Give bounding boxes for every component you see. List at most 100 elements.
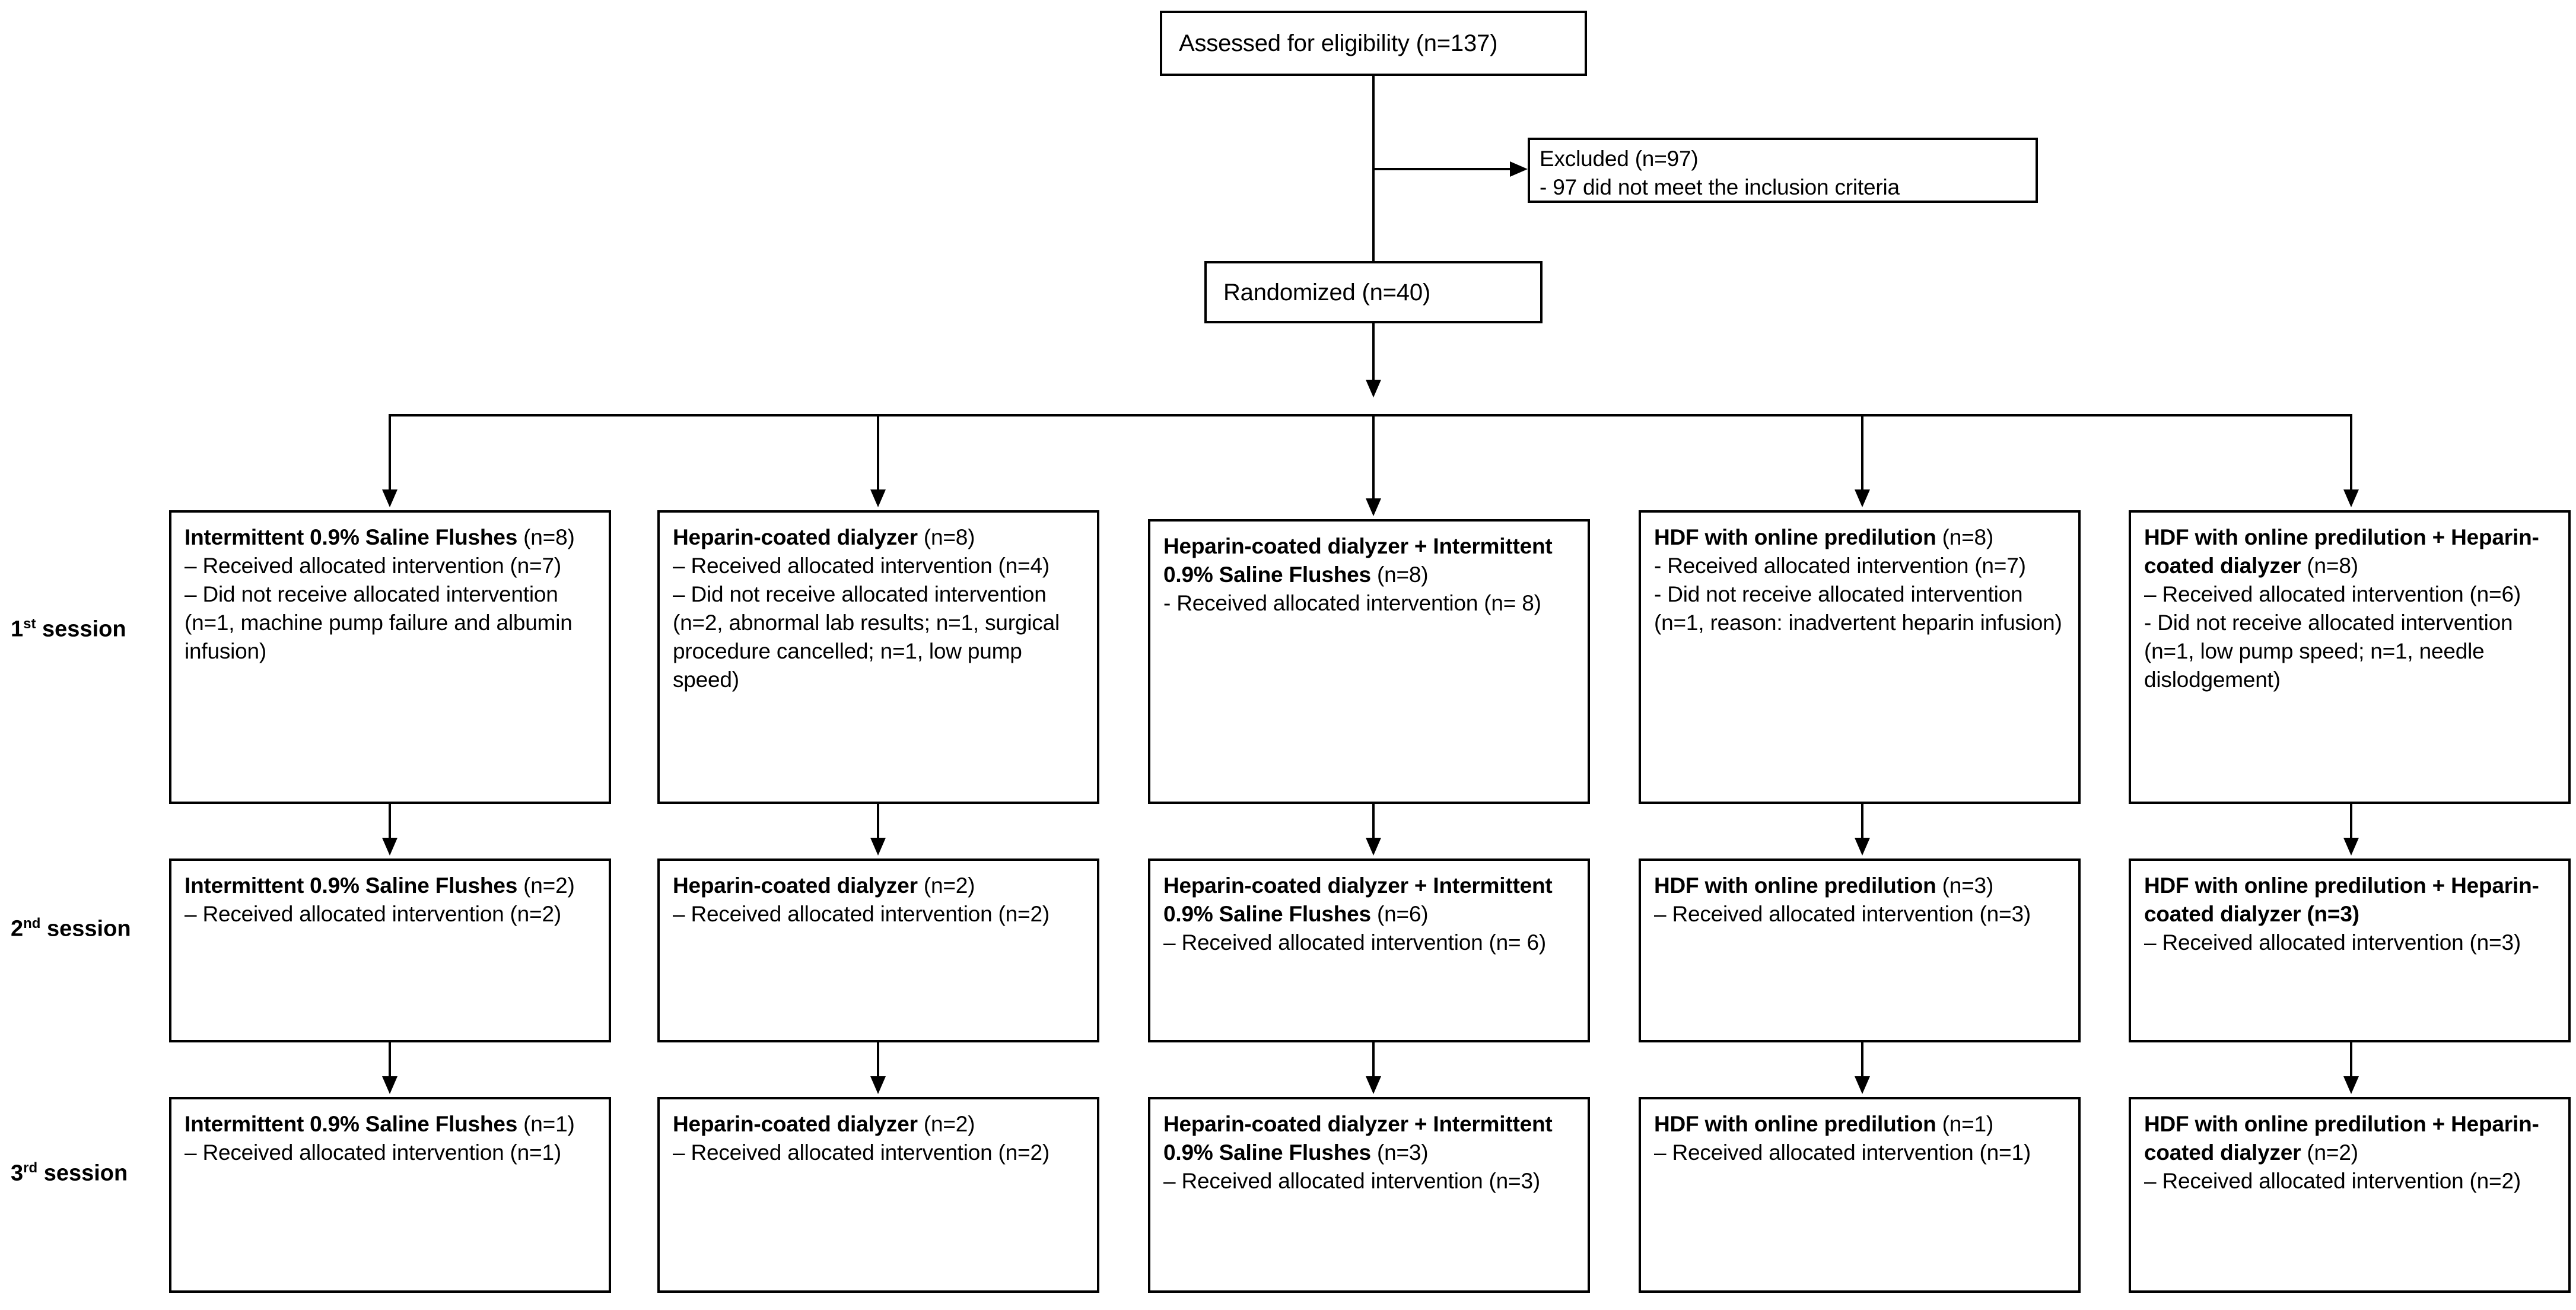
arm-5-session-3-title-bold: HDF with online predilution + Heparin-co… [2144,1112,2539,1165]
arm-3-session-2-title: Heparin-coated dialyzer + Intermittent 0… [1163,872,1576,929]
arm-5-session-3-box: HDF with online predilution + Heparin-co… [2129,1097,2571,1293]
session-label-2-word: session [40,916,131,942]
arm-2-session-1-title: Heparin-coated dialyzer (n=8) [673,523,1085,552]
session-label-3-ordinal: 3 [11,1160,24,1186]
arm-5-session-1-title: HDF with online predilution + Heparin-co… [2144,523,2556,580]
excluded-box: Excluded (n=97) - 97 did not meet the in… [1528,138,2038,203]
arm-4-session-1-box: HDF with online predilution (n=8) - Rece… [1639,510,2081,804]
arm-4-session-2-title-n: (n=3) [1942,873,1994,898]
arrow-arm-2-s1-to-s2 [870,838,886,856]
link-line-arm-3-s1-s2 [1372,804,1375,840]
arm-2-session-2-line-1: – Received allocated intervention (n=2) [673,902,1050,927]
arm-1-session-2-title-bold: Intermittent 0.9% Saline Flushes [185,873,524,898]
arm-4-session-3-title-bold: HDF with online predilution [1654,1112,1942,1136]
session-label-1-suffix: st [23,616,36,632]
arm-4-session-2-line-1: – Received allocated intervention (n=3) [1654,902,2031,927]
arm-4-session-2-title-bold: HDF with online predilution [1654,873,1942,898]
session-label-1: 1st session [11,616,126,643]
arm-3-session-1-title-bold: Heparin-coated dialyzer + Intermittent 0… [1163,534,1553,587]
arm-4-session-3-title: HDF with online predilution (n=1) [1654,1110,2066,1139]
arrow-arm-4-s1-to-s2 [1855,838,1870,856]
arm-5-session-3-title-n: (n=2) [2307,1140,2358,1165]
arm-5-session-2-line-1: – Received allocated intervention (n=3) [2144,930,2521,955]
link-line-arm-1-s1-s2 [389,804,391,840]
arm-3-session-3-title-bold: Heparin-coated dialyzer + Intermittent 0… [1163,1112,1553,1165]
arrow-arm-4-s2-to-s3 [1855,1076,1870,1094]
session-label-2-ordinal: 2 [11,916,24,942]
session-label-1-ordinal: 1 [11,616,24,642]
arm-2-session-1-box: Heparin-coated dialyzer (n=8) – Received… [657,510,1099,804]
session-label-1-word: session [36,616,126,642]
arm-2-session-3-title-bold: Heparin-coated dialyzer [673,1112,924,1136]
arm-1-session-3-line-1: – Received allocated intervention (n=1) [185,1140,561,1165]
session-label-3-suffix: rd [23,1160,38,1176]
link-line-arm-1-s2-s3 [389,1042,391,1078]
arm-4-session-1-title: HDF with online predilution (n=8) [1654,523,2066,552]
link-line-arm-3-s2-s3 [1372,1042,1375,1078]
session-label-2: 2nd session [11,915,131,942]
arm-1-session-2-title: Intermittent 0.9% Saline Flushes (n=2) [185,872,597,900]
arm-2-session-3-title-n: (n=2) [923,1112,975,1136]
arm-3-session-1-title: Heparin-coated dialyzer + Intermittent 0… [1163,532,1576,589]
arm-2-session-1-title-bold: Heparin-coated dialyzer [673,525,924,549]
randomized-text: Randomized (n=40) [1223,279,1431,306]
arm-5-session-1-title-n: (n=8) [2307,554,2358,578]
arm-2-session-2-title-bold: Heparin-coated dialyzer [673,873,924,898]
bus-drop-line-arm-2 [877,414,879,491]
link-line-arm-2-s1-s2 [877,804,879,840]
arm-1-session-3-title-bold: Intermittent 0.9% Saline Flushes [185,1112,524,1136]
arrow-arm-5-s1-to-s2 [2343,838,2359,856]
arrow-bus-to-arm-1-session-1 [382,489,397,507]
arm-3-session-2-title-bold: Heparin-coated dialyzer + Intermittent 0… [1163,873,1553,927]
arm-3-session-3-title-n: (n=3) [1376,1140,1429,1165]
arm-5-session-2-title-bold: HDF with online predilution + Heparin-co… [2144,873,2539,927]
arm-4-session-3-box: HDF with online predilution (n=1) – Rece… [1639,1097,2081,1293]
arm-2-session-3-line-1: – Received allocated intervention (n=2) [673,1140,1050,1165]
arm-3-session-3-box: Heparin-coated dialyzer + Intermittent 0… [1148,1097,1590,1293]
arm-1-session-1-box: Intermittent 0.9% Saline Flushes (n=8) –… [169,510,611,804]
arm-1-session-1-title: Intermittent 0.9% Saline Flushes (n=8) [185,523,597,552]
arm-1-session-1-title-n: (n=8) [523,525,575,549]
bus-drop-line-arm-3 [1372,414,1375,500]
arm-4-session-2-title: HDF with online predilution (n=3) [1654,872,2066,900]
arm-4-session-1-title-bold: HDF with online predilution [1654,525,1942,549]
arrow-arm-3-s1-to-s2 [1366,838,1381,856]
arrow-bus-to-arm-4-session-1 [1855,489,1870,507]
arrow-arm-1-s2-to-s3 [382,1076,397,1094]
arm-4-session-1-title-n: (n=8) [1942,525,1994,549]
arm-5-session-2-box: HDF with online predilution + Heparin-co… [2129,859,2571,1042]
session-label-3-word: session [37,1160,128,1186]
arm-2-session-3-title: Heparin-coated dialyzer (n=2) [673,1110,1085,1139]
arrow-bus-to-arm-3-session-1 [1366,498,1381,516]
bus-drop-line-arm-5 [2350,414,2352,491]
arm-5-session-1-line-2: - Did not receive allocated intervention… [2144,611,2513,692]
distribution-bus-line [389,414,2352,416]
arm-2-session-3-box: Heparin-coated dialyzer (n=2) – Received… [657,1097,1099,1293]
arm-1-session-3-title-n: (n=1) [523,1112,575,1136]
arm-1-session-2-line-1: – Received allocated intervention (n=2) [185,902,561,927]
arm-5-session-1-title-bold: HDF with online predilution + Heparin-co… [2144,525,2539,578]
arm-3-session-3-title: Heparin-coated dialyzer + Intermittent 0… [1163,1110,1576,1167]
arm-5-session-1-box: HDF with online predilution + Heparin-co… [2129,510,2571,804]
arm-5-session-3-line-1: – Received allocated intervention (n=2) [2144,1169,2521,1194]
arm-4-session-2-box: HDF with online predilution (n=3) – Rece… [1639,859,2081,1042]
arrow-arm-2-s2-to-s3 [870,1076,886,1094]
session-label-3: 3rd session [11,1160,128,1187]
arm-2-session-2-title-n: (n=2) [923,873,975,898]
arm-4-session-3-line-1: – Received allocated intervention (n=1) [1654,1140,2031,1165]
arm-2-session-1-line-1: – Received allocated intervention (n=4) [673,554,1050,578]
arm-3-session-2-line-1: – Received allocated intervention (n= 6) [1163,930,1547,955]
arm-1-session-2-title-n: (n=2) [523,873,575,898]
excluded-reason: - 97 did not meet the inclusion criteria [1540,175,1900,200]
arm-4-session-3-title-n: (n=1) [1942,1112,1994,1136]
arrow-randomized-to-bus [1366,380,1381,398]
arm-3-session-1-title-n: (n=8) [1376,562,1429,587]
arm-1-session-3-box: Intermittent 0.9% Saline Flushes (n=1) –… [169,1097,611,1293]
arm-2-session-1-line-2: – Did not receive allocated intervention… [673,582,1060,692]
arm-1-session-1-line-2: – Did not receive allocated intervention… [185,582,573,664]
arm-4-session-1-line-1: - Received allocated intervention (n=7) [1654,554,2026,578]
arm-4-session-1-line-2: - Did not receive allocated intervention… [1654,582,2062,635]
arrow-bus-to-arm-2-session-1 [870,489,886,507]
branch-line-to-excluded [1372,168,1512,170]
